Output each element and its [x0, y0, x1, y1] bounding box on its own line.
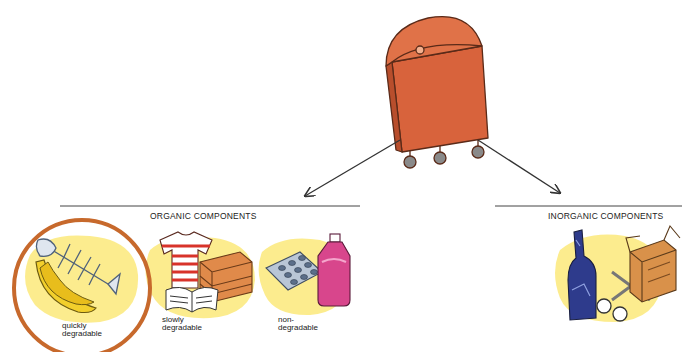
- group-heading: ORGANIC COMPONENTS: [150, 212, 290, 221]
- heading-rule: [495, 206, 682, 207]
- category-label: slowly degradable: [162, 316, 208, 333]
- bottle-body: [568, 230, 596, 320]
- yellow-patch: [25, 235, 138, 322]
- scissor-handle: [613, 307, 627, 321]
- scissor-handle: [597, 299, 611, 313]
- fish-tail: [108, 274, 120, 294]
- arrow: [478, 140, 560, 193]
- banana: [40, 262, 94, 305]
- book-pages: [166, 287, 218, 312]
- highlight-circle: quickly degradable: [12, 218, 152, 352]
- heading-rule: [60, 206, 360, 207]
- arrow: [305, 140, 400, 196]
- box-flaps: [626, 226, 680, 302]
- fish-bones: [58, 244, 100, 285]
- bottle-cap: [330, 234, 340, 242]
- yellow-patch: [259, 239, 350, 316]
- category-label: non-degradable: [278, 316, 318, 333]
- cardboard-box: [626, 226, 680, 302]
- pills: [279, 256, 318, 285]
- fish-spine: [52, 250, 108, 284]
- wheel: [434, 152, 446, 164]
- container-lid: [386, 17, 482, 66]
- category-label: quickly degradable: [62, 322, 124, 339]
- blister-card: [266, 252, 322, 290]
- bottle-shine: [322, 259, 346, 262]
- pill-blister: [266, 252, 322, 290]
- glass-shine: [572, 240, 590, 296]
- box-body: [630, 240, 676, 302]
- box-lines: [648, 262, 670, 282]
- container-body: [392, 46, 488, 152]
- glass-bottle: [568, 230, 596, 320]
- wheel: [472, 146, 484, 158]
- detergent-bottle: [318, 234, 350, 306]
- waste-container: [386, 17, 488, 168]
- banana: [36, 260, 96, 313]
- container-side: [386, 62, 402, 152]
- book: [166, 287, 218, 312]
- lid-hole: [416, 46, 424, 54]
- fish-head: [36, 239, 56, 256]
- lid-edge: [392, 45, 482, 62]
- wheel: [404, 156, 416, 168]
- group-heading: INORGANIC COMPONENTS: [548, 212, 686, 221]
- bottle-body: [318, 242, 350, 306]
- book-lines: [170, 292, 212, 312]
